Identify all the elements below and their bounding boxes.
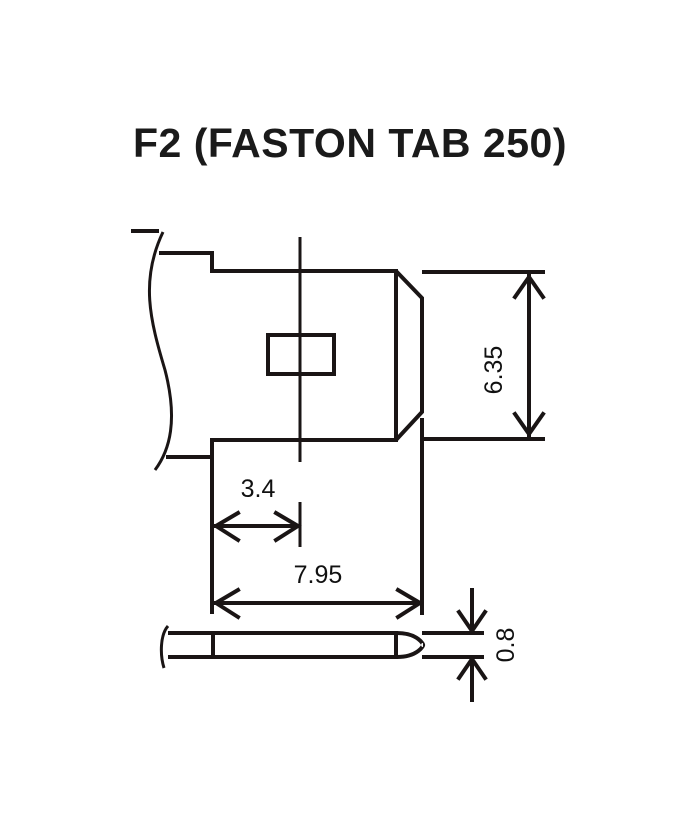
- hole-offset-label: 3.4: [241, 475, 276, 503]
- break-curve: [147, 231, 174, 471]
- length-label: 7.95: [294, 561, 343, 589]
- break-curve: [159, 625, 170, 669]
- diagram-title: F2 (FASTON TAB 250): [133, 120, 567, 166]
- dimension-hole-offset: 3.4: [210, 418, 424, 615]
- tab-outline: [159, 251, 424, 459]
- top-view: [131, 229, 424, 471]
- arrowheads: [212, 587, 424, 620]
- thickness-label: 0.8: [492, 628, 520, 663]
- width-label: 6.35: [480, 346, 508, 395]
- tab-profile: [168, 631, 426, 659]
- arrowheads: [212, 510, 302, 543]
- side-view: [159, 625, 426, 669]
- arrowheads: [512, 273, 546, 438]
- dimension-width: 6.35: [422, 270, 546, 441]
- dimension-length: 7.95: [212, 561, 424, 620]
- arrowheads: [456, 609, 488, 681]
- dimension-thickness: 0.8: [422, 588, 520, 702]
